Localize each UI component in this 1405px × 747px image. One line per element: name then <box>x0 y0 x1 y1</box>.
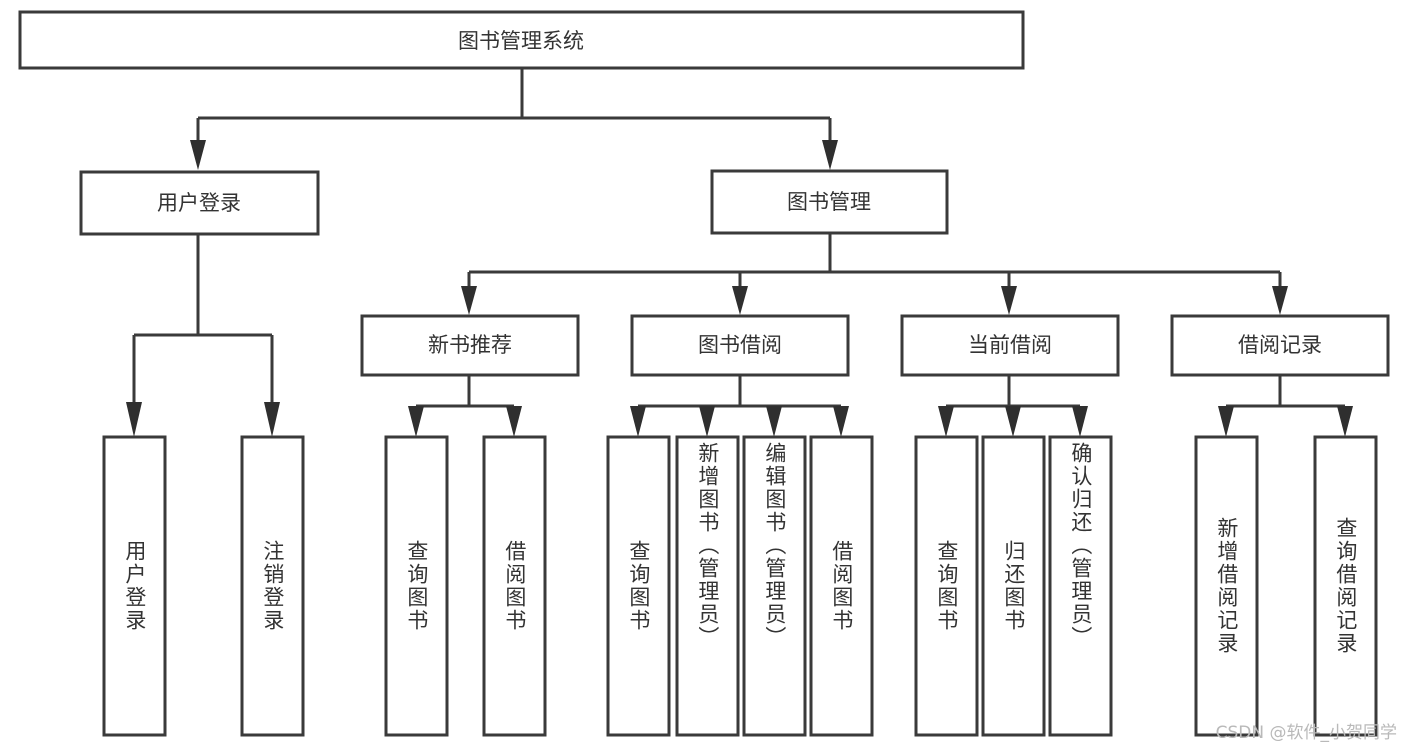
connector-layer <box>126 68 1353 437</box>
node-leaf-query-book-cur-box[interactable] <box>914 435 979 737</box>
node-book-borrow[interactable]: 图书借阅 <box>630 314 850 377</box>
arrow-head-leaf-borrow-book-rec <box>506 406 522 437</box>
arrow-head-leaf-add-record <box>1218 406 1234 437</box>
node-leaf-user-login-box[interactable] <box>102 435 167 737</box>
node-borrow-record[interactable]: 借阅记录 <box>1170 314 1390 377</box>
watermark: CSDN @软件_小贺同学 <box>1215 723 1397 743</box>
node-leaf-logout-box[interactable] <box>240 435 305 737</box>
node-book-borrow-label: 图书借阅 <box>698 333 782 357</box>
node-new-book-rec-label: 新书推荐 <box>428 333 512 357</box>
node-layer: 图书管理系统 用户登录 图书管理 新书推荐 图书借阅 <box>18 10 1390 737</box>
arrow-head-user-login <box>190 140 206 170</box>
node-leaf-confirm-return-box[interactable] <box>1048 435 1113 737</box>
arrow-head-leaf-edit-book <box>766 406 782 437</box>
node-book-borrow-box[interactable] <box>630 314 850 377</box>
arrow-head-current-borrow <box>1001 286 1017 315</box>
node-root[interactable]: 图书管理系统 <box>18 10 1025 70</box>
node-user-login[interactable]: 用户登录 <box>79 170 320 236</box>
node-leaf-add-record-box[interactable] <box>1194 435 1259 737</box>
node-leaf-query-book-borrow-box[interactable] <box>606 435 671 737</box>
node-new-book-rec[interactable]: 新书推荐 <box>360 314 580 377</box>
node-root-box[interactable] <box>18 10 1025 70</box>
arrow-head-leaf-query-book-rec <box>408 406 424 437</box>
arrow-head-leaf-query-record <box>1337 406 1353 437</box>
arrow-head-leaf-user-login <box>126 402 142 437</box>
node-leaf-add-book-box[interactable] <box>675 435 740 737</box>
node-current-borrow[interactable]: 当前借阅 <box>900 314 1120 377</box>
node-borrow-record-box[interactable] <box>1170 314 1390 377</box>
node-current-borrow-box[interactable] <box>900 314 1120 377</box>
node-user-login-label: 用户登录 <box>157 191 241 215</box>
arrow-head-new-book-rec <box>461 286 477 315</box>
node-borrow-record-label: 借阅记录 <box>1238 333 1322 357</box>
arrow-head-leaf-return-book <box>1005 406 1021 437</box>
arrow-head-leaf-query-book-cur <box>938 406 954 437</box>
arrow-head-leaf-add-book <box>699 406 715 437</box>
node-leaf-borrow-book-rec-box[interactable] <box>482 435 547 737</box>
arrow-head-leaf-confirm-return <box>1072 406 1088 437</box>
node-root-label: 图书管理系统 <box>458 29 584 53</box>
node-leaf-borrow-book-box[interactable] <box>809 435 874 737</box>
arrow-head-leaf-query-book-borrow <box>630 406 646 437</box>
node-new-book-rec-box[interactable] <box>360 314 580 377</box>
node-leaf-edit-book-box[interactable] <box>742 435 807 737</box>
node-book-manage[interactable]: 图书管理 <box>710 169 949 235</box>
node-book-manage-box[interactable] <box>710 169 949 235</box>
arrow-head-book-borrow <box>732 286 748 315</box>
arrow-head-borrow-record <box>1272 286 1288 315</box>
arrow-head-leaf-borrow-book <box>833 406 849 437</box>
arrow-head-leaf-logout <box>264 402 280 437</box>
node-leaf-query-book-rec-box[interactable] <box>384 435 449 737</box>
node-user-login-box[interactable] <box>79 170 320 236</box>
arrow-head-book-manage <box>822 140 838 170</box>
node-leaf-query-record-box[interactable] <box>1313 435 1378 737</box>
node-current-borrow-label: 当前借阅 <box>968 333 1052 357</box>
node-book-manage-label: 图书管理 <box>787 190 871 214</box>
node-leaf-return-book-box[interactable] <box>981 435 1046 737</box>
